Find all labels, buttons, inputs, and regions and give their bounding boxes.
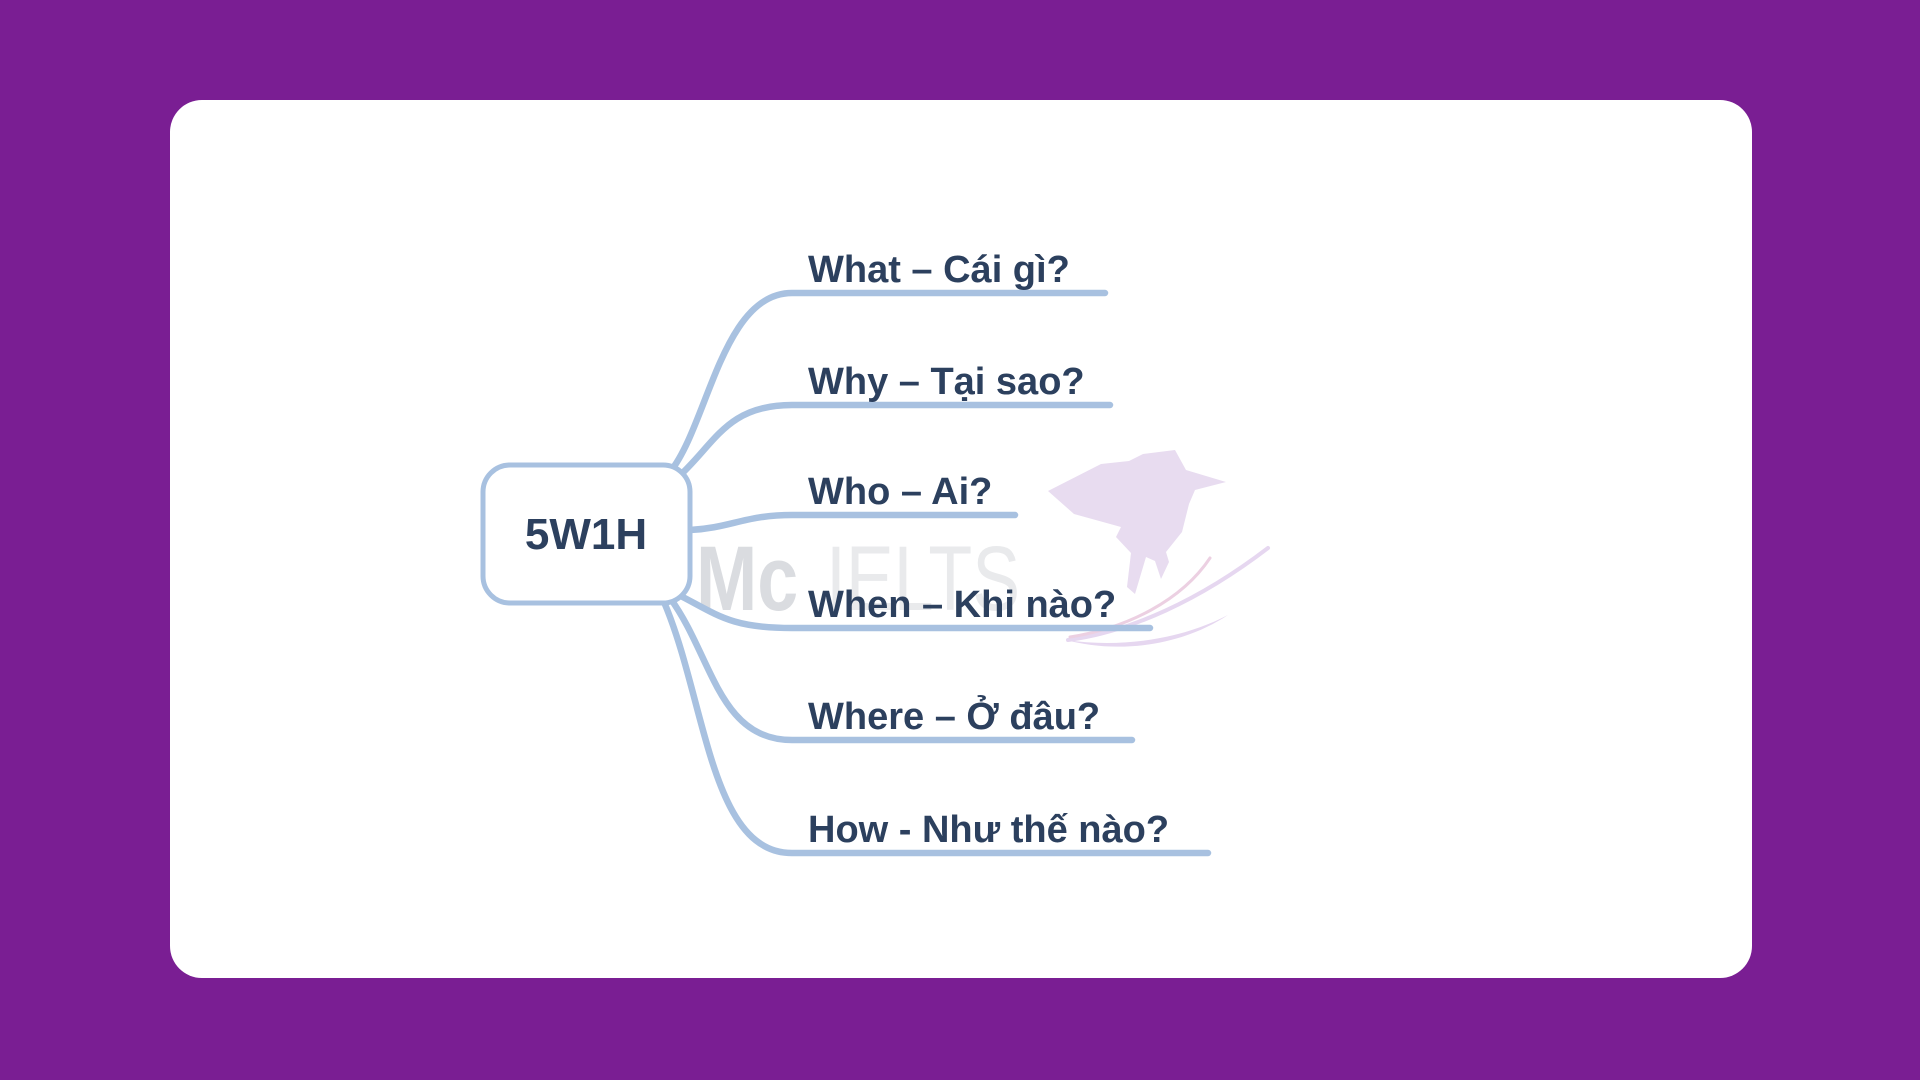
branch-label-who: Who – Ai?: [808, 471, 992, 513]
branch-label-when: When – Khi nào?: [808, 584, 1116, 626]
watermark: Mc IELTS: [696, 450, 1270, 647]
root-topic-label: 5W1H: [525, 510, 647, 559]
branch-connector-who: [686, 511, 1019, 534]
branch-label-what: What – Cái gì?: [808, 249, 1070, 291]
branch-connector-why: [671, 401, 1114, 484]
root-topic-box: [480, 462, 693, 606]
branch-connector-when: [673, 590, 1154, 632]
mindmap-canvas: Mc IELTS 5W1H What – Cái gì? Why – Tại s…: [480, 249, 1270, 857]
branch-label-where: Where – Ở đâu?: [808, 694, 1100, 738]
branch-connector-how: [660, 598, 1212, 857]
diagram-card: Mc IELTS 5W1H What – Cái gì? Why – Tại s…: [170, 100, 1752, 978]
branch-connectors: [660, 289, 1212, 857]
watermark-swoosh-pink-icon: [1068, 556, 1212, 639]
branch-label-how: How - Như thế nào?: [808, 809, 1169, 851]
root-topic-node: 5W1H: [480, 462, 693, 606]
origami-hummingbird-icon: [1048, 450, 1226, 594]
branch-label-why: Why – Tại sao?: [808, 361, 1085, 403]
watermark-swoosh-crescent-icon: [1066, 615, 1228, 647]
watermark-brand-light: IELTS: [826, 527, 1020, 630]
branch-connector-where: [666, 594, 1136, 744]
branch-connector-what: [666, 289, 1109, 476]
watermark-swoosh-icon: [1066, 546, 1270, 642]
branch-labels: What – Cái gì? Why – Tại sao? Who – Ai? …: [808, 249, 1169, 851]
